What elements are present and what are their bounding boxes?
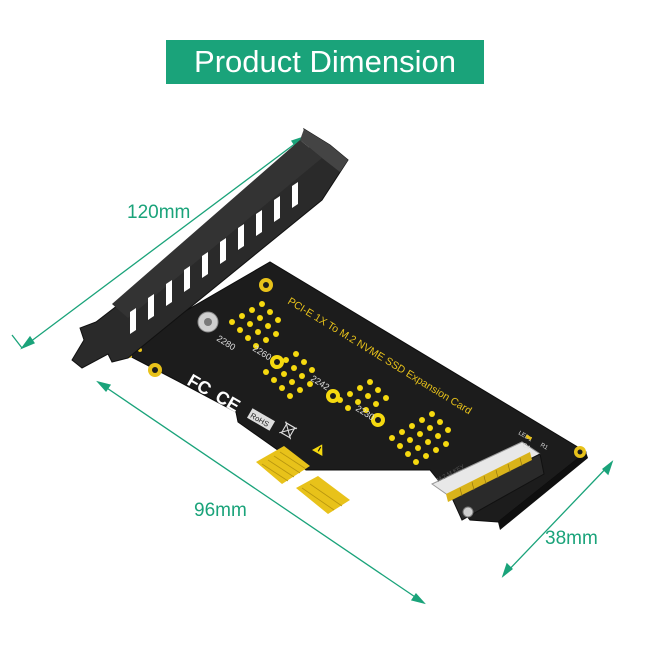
bracket-vent-slots: [130, 182, 298, 334]
socket-retention-screw: [462, 506, 474, 518]
led-component: [525, 434, 533, 441]
cap-label: C4: [521, 443, 531, 452]
pad-grid-2230: [337, 379, 389, 413]
card-length-dimension-line: [96, 380, 426, 605]
pcb-board: 2280 2260 2242 2230 PCI-E 1X To M.2 NVME…: [116, 261, 588, 530]
m2-socket: M.2 M KEY: [431, 441, 545, 521]
banner-title: Product Dimension: [194, 44, 456, 79]
weee-bin-icon: [279, 421, 298, 440]
card-height-label: 38mm: [545, 528, 598, 549]
pci-bracket: [71, 127, 349, 369]
resistor-label: R1: [539, 443, 549, 452]
product-dimension-banner: Product Dimension: [166, 40, 484, 84]
card-height-dimension-line: [501, 460, 614, 578]
pcie-gold-fingers: [256, 446, 350, 514]
bracket-length-label: 120mm: [127, 202, 191, 223]
pad-grid-main: [389, 411, 451, 465]
standoff-screw: [197, 311, 219, 333]
esd-warning-icon: [312, 444, 323, 456]
pad-grid-2280: [229, 301, 281, 349]
pad-grid-2242: [263, 351, 315, 399]
card-length-label: 96mm: [194, 500, 247, 521]
